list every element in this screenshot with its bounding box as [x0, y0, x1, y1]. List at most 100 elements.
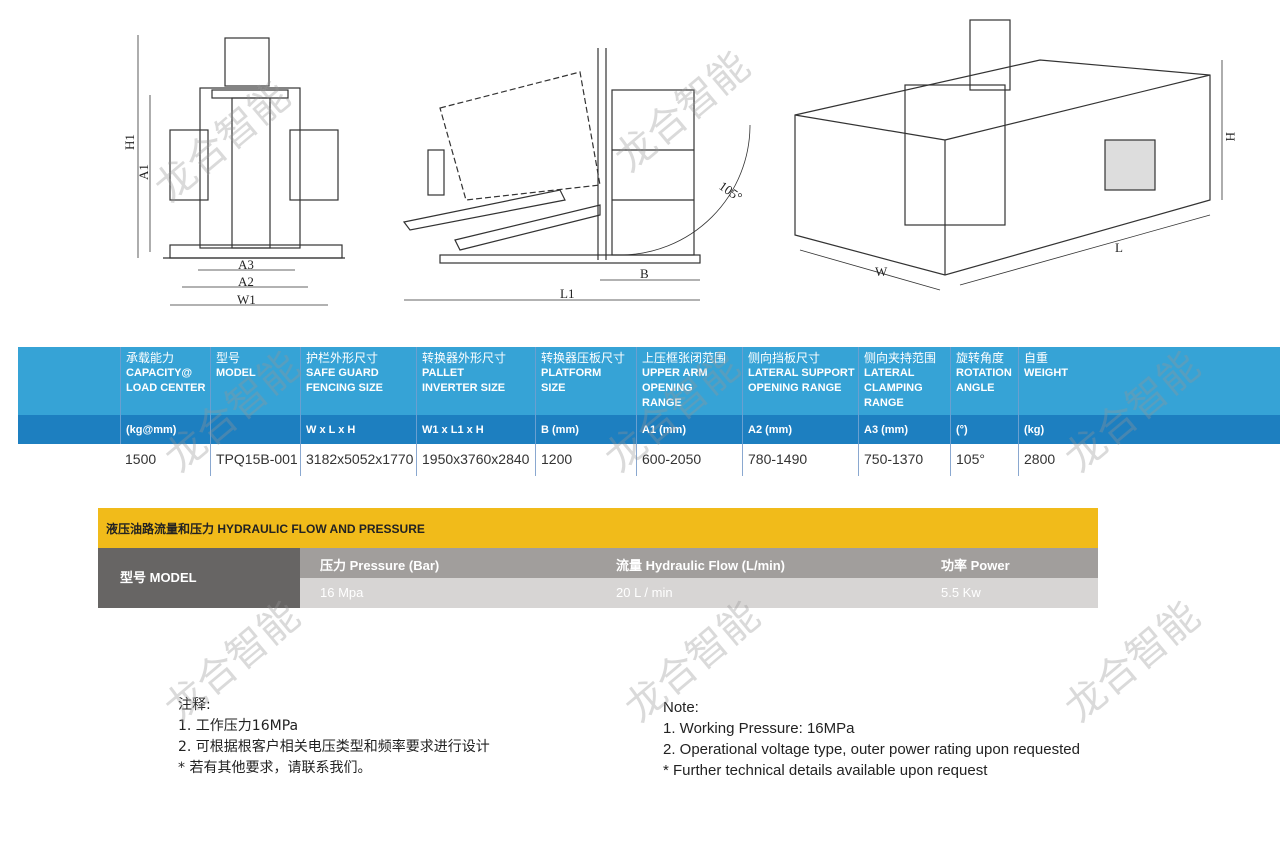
spec-data-cell: 3182x5052x1770 [300, 444, 416, 476]
spec-header-cell: 转换器外形尺寸 PALLET INVERTER SIZE [416, 347, 535, 415]
header-en1: PLATFORM [541, 367, 602, 379]
header-cn: 承载能力 [126, 351, 175, 365]
header-en1: WEIGHT [1024, 367, 1068, 379]
spec-header-row: 承载能力 CAPACITY@ LOAD CENTER 型号 MODEL 护栏外形尺寸 SAF… [18, 347, 1280, 415]
hydraulic-model-label: 型号 MODEL [98, 548, 300, 608]
side-view-drawing [402, 48, 751, 301]
spec-unit-cell: (kg@mm) [120, 415, 210, 444]
header-en2: OPENING RANGE [748, 382, 842, 394]
header-cn: 型号 [216, 351, 241, 365]
notes-en-line: 1. Working Pressure: 16MPa [663, 720, 855, 737]
spec-header-cell: 侧向夹持范围 LATERAL CLAMPING RANGE [858, 347, 950, 415]
header-cn: 侧向夹持范围 [864, 351, 937, 365]
label-angle: 105° [716, 178, 745, 204]
hydraulic-data-row: 16 Mpa 20 L / min 5.5 Kw [300, 578, 1098, 608]
header-cn: 护栏外形尺寸 [306, 351, 379, 365]
hydraulic-title: 液压油路流量和压力 HYDRAULIC FLOW AND PRESSURE [98, 508, 1098, 548]
spec-header-cell: 型号 MODEL [210, 347, 300, 415]
header-en3: RANGE [864, 397, 904, 409]
label-a3: A3 [238, 257, 254, 272]
label-b: B [640, 266, 649, 281]
spec-unit-cell: W x L x H [300, 415, 416, 444]
spec-header-cell: 旋转角度 ROTATION ANGLE [950, 347, 1018, 415]
header-en1: UPPER ARM [642, 367, 708, 379]
header-en1: CAPACITY@ [126, 367, 193, 379]
spec-data-cell: 780-1490 [742, 444, 858, 476]
header-en2: INVERTER SIZE [422, 382, 506, 394]
header-en2: FENCING SIZE [306, 382, 384, 394]
spec-unit-cell: A3 (mm) [858, 415, 950, 444]
spec-data-cell: 1950x3760x2840 [416, 444, 535, 476]
label-l1: L1 [560, 286, 574, 301]
header-en2: SIZE [541, 382, 566, 394]
spec-unit-cell: A2 (mm) [742, 415, 858, 444]
notes-en-title: Note: [663, 699, 699, 716]
header-en1: PALLET [422, 367, 464, 379]
spec-header-cell: 侧向挡板尺寸 LATERAL SUPPORT OPENING RANGE [742, 347, 858, 415]
header-en2: OPENING [642, 382, 693, 394]
label-w1: W1 [237, 292, 256, 307]
header-cn: 旋转角度 [956, 351, 1005, 365]
header-pressure: 压力 Pressure (Bar) [320, 558, 440, 573]
spec-unit-cell [210, 415, 300, 444]
spec-table: 承载能力 CAPACITY@ LOAD CENTER 型号 MODEL 护栏外形尺寸 SAF… [18, 347, 1280, 476]
spec-data-cell: 1500 [125, 451, 157, 467]
spec-unit-cell: (°) [950, 415, 1018, 444]
notes-en-line: 2. Operational voltage type, outer power… [663, 741, 1080, 758]
label-h: H [1223, 132, 1238, 141]
header-en1: ROTATION [956, 367, 1012, 379]
value-power: 5.5 Kw [941, 585, 981, 600]
notes-cn-line: 1. 工作压力16MPa [178, 718, 299, 734]
header-cn: 自重 [1024, 351, 1049, 365]
label-a2: A2 [238, 274, 254, 289]
header-en1: LATERAL SUPPORT [748, 367, 855, 379]
spec-header-cell: 转换器压板尺寸 PLATFORM SIZE [535, 347, 636, 415]
header-power: 功率 Power [941, 558, 1010, 573]
label-h1: H1 [122, 134, 137, 150]
header-en2: LOAD CENTER [126, 382, 206, 394]
spec-unit-cell: B (mm) [535, 415, 636, 444]
header-cn: 转换器压板尺寸 [541, 351, 626, 365]
spec-data-cell: 2800 [1018, 444, 1280, 476]
spec-header-cell: 自重 WEIGHT [1018, 347, 1280, 415]
label-l: L [1115, 240, 1123, 255]
header-cn: 侧向挡板尺寸 [748, 351, 821, 365]
notes-cn-line: * 若有其他要求，请联系我们。 [178, 760, 372, 776]
spec-data-cell: 750-1370 [858, 444, 950, 476]
header-en1: LATERAL [864, 367, 915, 379]
label-w: W [875, 264, 888, 279]
spec-unit-cell: W1 x L1 x H [416, 415, 535, 444]
header-en2: CLAMPING [864, 382, 923, 394]
spec-header-cell: 护栏外形尺寸 SAFE GUARD FENCING SIZE [300, 347, 416, 415]
spec-data-cell: 105° [950, 444, 1018, 476]
header-en3: RANGE [642, 397, 682, 409]
header-cn: 上压框张闭范围 [642, 351, 727, 365]
technical-drawings: H1 A1 A3 A2 W1 105° B L1 H L W [122, 19, 1238, 307]
header-en1: SAFE GUARD [306, 367, 379, 379]
front-view-drawing [137, 35, 345, 306]
hydraulic-header-row: 压力 Pressure (Bar) 流量 Hydraulic Flow (L/m… [300, 548, 1098, 578]
spec-data-cell: TPQ15B-001 [210, 444, 300, 476]
spec-data-cell: 600-2050 [636, 444, 742, 476]
header-cn: 转换器外形尺寸 [422, 351, 507, 365]
notes-en-line: * Further technical details available up… [663, 762, 988, 779]
header-flow: 流量 Hydraulic Flow (L/min) [616, 558, 786, 573]
spec-data-cell: 1200 [535, 444, 636, 476]
spec-unit-cell: A1 (mm) [636, 415, 742, 444]
hydraulic-table: 液压油路流量和压力 HYDRAULIC FLOW AND PRESSURE 型号… [98, 508, 1098, 608]
spec-unit-cell: (kg) [1018, 415, 1280, 444]
notes-chinese: 注释: 1. 工作压力16MPa 2. 可根据根客户相关电压类型和频率要求进行设… [178, 695, 490, 779]
label-a1: A1 [136, 164, 151, 180]
value-pressure: 16 Mpa [320, 585, 364, 600]
notes-english: Note: 1. Working Pressure: 16MPa 2. Oper… [663, 697, 1080, 781]
header-en2: ANGLE [956, 382, 995, 394]
isometric-view-drawing [794, 19, 1223, 291]
value-flow: 20 L / min [616, 585, 673, 600]
spec-header-cell: 承载能力 CAPACITY@ LOAD CENTER [120, 347, 210, 415]
notes-cn-line: 2. 可根据根客户相关电压类型和频率要求进行设计 [178, 739, 490, 755]
notes-cn-title: 注释: [178, 697, 211, 713]
header-en1: MODEL [216, 367, 256, 379]
spec-header-cell: 上压框张闭范围 UPPER ARM OPENING RANGE [636, 347, 742, 415]
